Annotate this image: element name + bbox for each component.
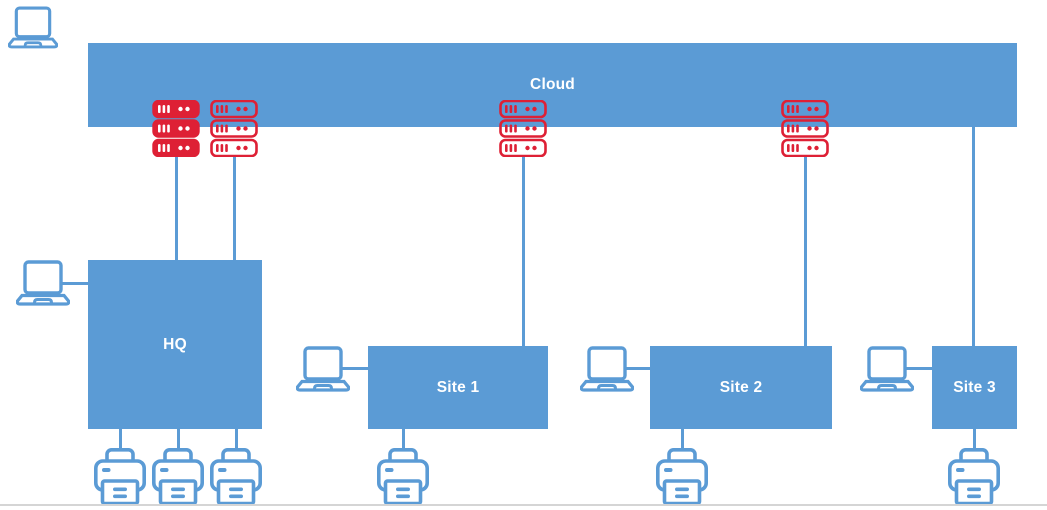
site1-node: Site 1 [368,346,548,429]
connector-hq-server1 [174,157,178,260]
site2-node: Site 2 [650,346,832,429]
connector-site3-cloud [971,127,975,346]
connector-site1-laptop [342,366,368,370]
connector-site1-server [521,157,525,346]
printer-icon [656,448,708,505]
cloud-label: Cloud [530,76,575,93]
laptop-icon [296,346,350,392]
laptop-icon [580,346,634,392]
laptop-icon [16,260,70,306]
connector-hq-printer1 [118,429,122,449]
page-baseline [0,504,1047,506]
printer-icon [94,448,146,505]
site3-label: Site 3 [953,378,996,396]
connector-hq-printer3 [234,429,238,449]
server-rack-icon [210,100,258,157]
server-rack-icon [499,100,547,157]
connector-hq-server2 [232,157,236,260]
connector-site3-laptop [906,366,932,370]
printer-icon [377,448,429,505]
connector-hq-laptop [62,281,88,285]
laptop-icon [860,346,914,392]
hq-label: HQ [163,335,187,353]
site2-label: Site 2 [719,378,763,396]
printer-icon [152,448,204,505]
connector-hq-printer2 [176,429,180,449]
site3-node: Site 3 [932,346,1017,429]
connector-site2-server [803,157,807,346]
printer-icon [948,448,1000,505]
hq-node: HQ [88,260,262,429]
connector-site1-printer [401,429,405,449]
cloud-node: Cloud [88,43,1017,127]
site1-label: Site 1 [436,378,480,396]
server-rack-icon [781,100,829,157]
server-rack-icon [152,100,200,157]
connector-site2-laptop [626,366,650,370]
connector-site3-printer [972,429,976,449]
printer-icon [210,448,262,505]
laptop-icon [8,6,58,49]
connector-site2-printer [680,429,684,449]
